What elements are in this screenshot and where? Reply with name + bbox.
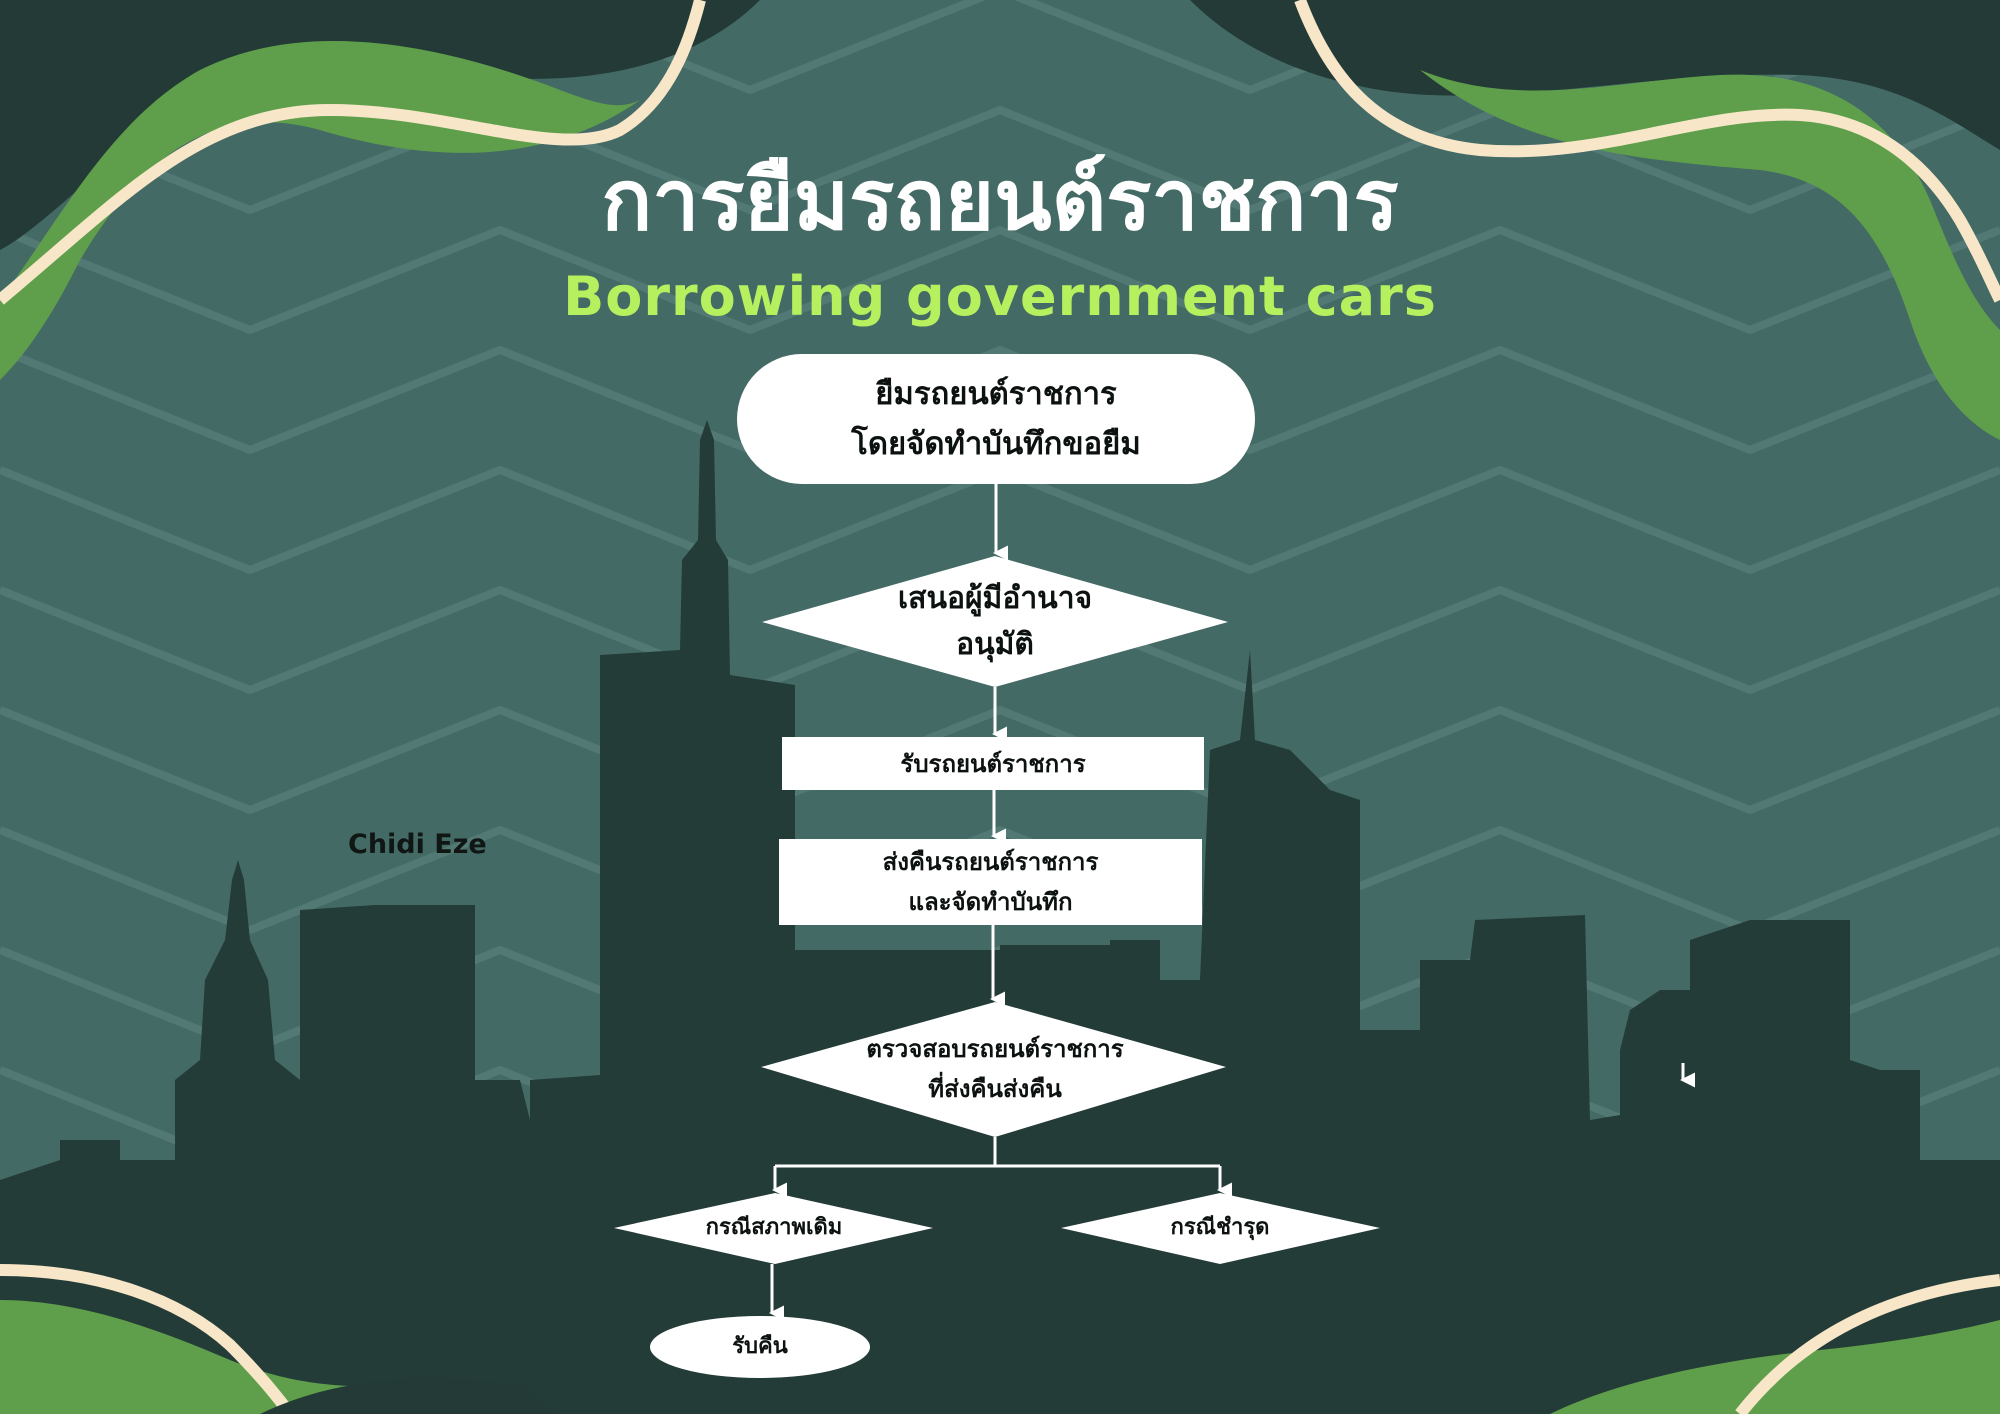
corner-decoration-top-right [1190, 0, 2000, 440]
start-node-label: ยืมรถยนต์ราชการ โดยจัดทำบันทึกขอยืม [851, 376, 1141, 462]
corner-decoration-top-left [0, 0, 760, 380]
return-box-shape [779, 839, 1202, 925]
corner-decoration-bottom-right [1550, 1274, 2000, 1414]
corner-decoration-bottom-left [0, 1264, 560, 1414]
inspect-node-label: ตรวจสอบรถยนต์ราชการ ที่ส่งคืนส่งคืน [866, 1035, 1124, 1103]
page-title: การยืมรถยนต์ราชการ [601, 151, 1399, 249]
receive-node-label: รับรถยนต์ราชการ [900, 749, 1086, 778]
accept-node-label: รับคืน [732, 1334, 788, 1359]
flowchart [614, 354, 1695, 1378]
case-damaged-diamond-shape [1061, 1193, 1380, 1264]
inspect-diamond-shape [761, 1002, 1226, 1137]
start-node-shape [737, 354, 1255, 484]
case-original-diamond-shape [614, 1193, 933, 1264]
case-damaged-label: กรณีชำรุด [1170, 1215, 1270, 1240]
approve-diamond-shape [762, 556, 1228, 687]
receive-box-shape [782, 737, 1204, 790]
approve-node-label: เสนอผู้มีอำนาจ อนุมัติ [897, 581, 1093, 662]
return-node-label: ส่งคืนรถยนต์ราชการ และจัดทำบันทึก [882, 848, 1099, 916]
case-original-label: กรณีสภาพเดิม [705, 1215, 843, 1240]
author-name: Chidi Eze [348, 829, 487, 860]
accept-ellipse-shape [650, 1316, 870, 1378]
city-skyline [0, 420, 2000, 1414]
page-subtitle: Borrowing government cars [563, 265, 1437, 328]
connectors [769, 484, 1232, 1321]
